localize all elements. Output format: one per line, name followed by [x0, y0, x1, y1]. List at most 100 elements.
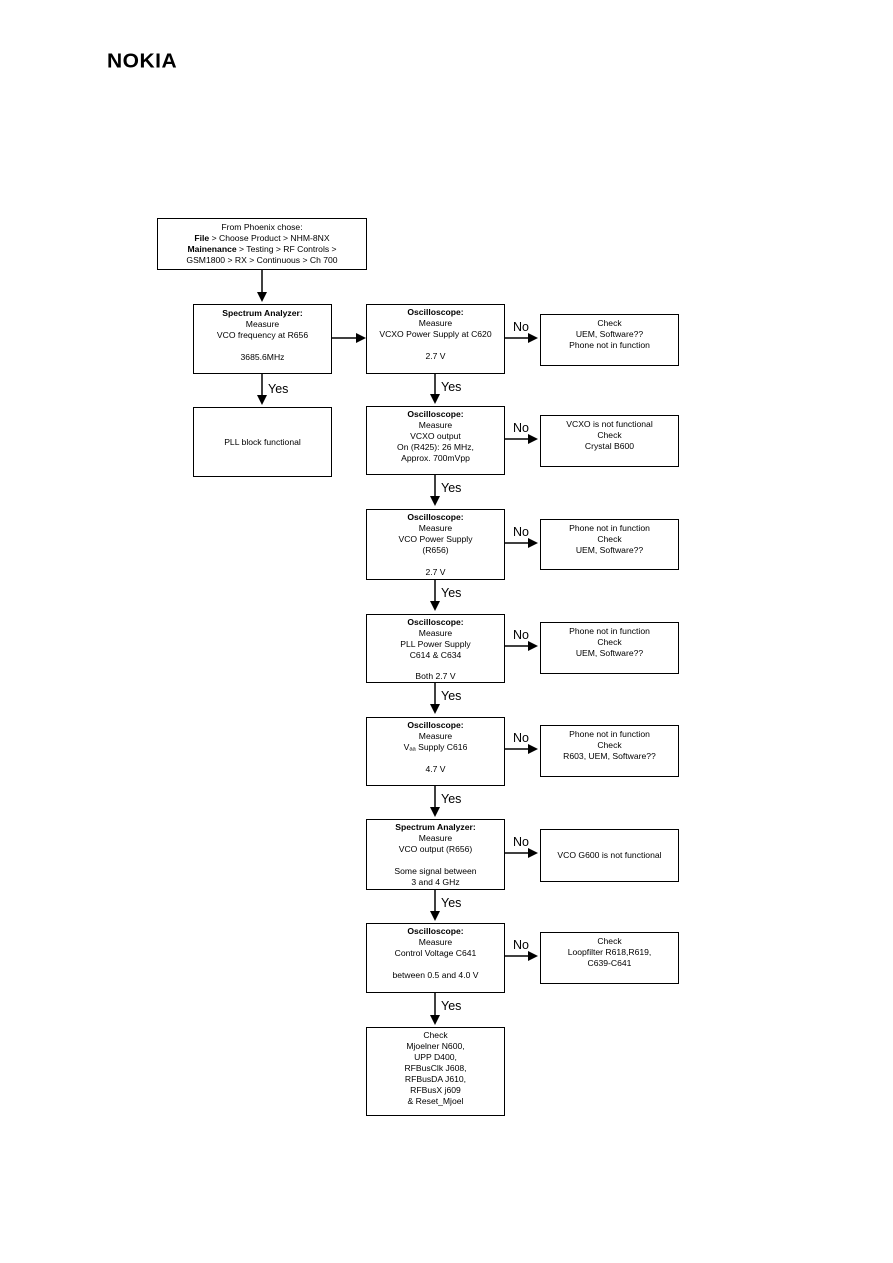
yes-label: Yes [441, 380, 462, 394]
final-line: RFBusClk J608, [404, 1063, 467, 1073]
final-line: & Reset_Mjoel [407, 1096, 464, 1106]
failure-line: Loopfilter R618,R619, [567, 947, 652, 957]
final-line: Mjoelner N600, [406, 1041, 465, 1051]
no-label: No [513, 731, 529, 745]
failure-line: Check [597, 936, 622, 946]
step-line: Measure [418, 318, 453, 328]
final-line: Check [423, 1030, 448, 1040]
yes-label: Yes [441, 999, 462, 1013]
failure-line: Check [597, 740, 622, 750]
step-line: VCO Power Supply [398, 534, 473, 544]
step-line: C614 & C634 [409, 650, 462, 660]
step-line: Measure [418, 420, 453, 430]
spectrum-analyzer-box: Spectrum Analyzer: Measure VCO frequency… [193, 304, 332, 374]
failure-line: C639-C641 [587, 958, 632, 968]
yes-label: Yes [441, 896, 462, 910]
step-line: Measure [418, 833, 453, 843]
failure-line: UEM, Software?? [575, 545, 644, 555]
start-line-1: From Phoenix chose: [221, 222, 303, 232]
no-label: No [513, 628, 529, 642]
start-line-3: Mainenance > Testing > RF Controls > [187, 244, 337, 254]
failure-line: Check [597, 534, 622, 544]
step-line: Vₐₐ Supply C616 [403, 742, 468, 752]
step-line: Measure [418, 731, 453, 741]
step-line: VCXO output [410, 431, 461, 441]
step-title: Oscilloscope: [407, 512, 464, 522]
step-line: Measure [418, 628, 453, 638]
step-title: Oscilloscope: [407, 720, 464, 730]
no-label: No [513, 320, 529, 334]
step-value: between 0.5 and 4.0 V [392, 970, 479, 980]
failure-line: Phone not in function [569, 626, 650, 636]
failure-line: Check [597, 637, 622, 647]
step-6-failure-box: VCO G600 is not functional [540, 829, 679, 882]
failure-line: VCXO is not functional [566, 419, 653, 429]
step-value: Some signal between [394, 866, 477, 876]
step-value: 2.7 V [425, 351, 446, 361]
step-line: Measure [418, 523, 453, 533]
start-instructions-box: From Phoenix chose: File > Choose Produc… [157, 218, 367, 270]
step-line: Measure [418, 937, 453, 947]
start-line-4: GSM1800 > RX > Continuous > Ch 700 [186, 255, 338, 265]
step-title: Oscilloscope: [407, 926, 464, 936]
failure-line: R603, UEM, Software?? [563, 751, 656, 761]
step-line: On (R425): 26 MHz, [397, 442, 474, 452]
pll-functional-text: PLL block functional [224, 436, 301, 447]
step-title: Oscilloscope: [407, 307, 464, 317]
step-line: (R656) [422, 545, 449, 555]
step-title: Oscilloscope: [407, 409, 464, 419]
final-line: RFBusX j609 [410, 1085, 461, 1095]
spectrum-line-1: Measure [245, 319, 280, 329]
final-check-box: Check Mjoelner N600, UPP D400, RFBusClk … [366, 1027, 505, 1116]
spectrum-value: 3685.6MHz [240, 352, 285, 362]
step-title: Spectrum Analyzer: [395, 822, 476, 832]
yes-label: Yes [441, 481, 462, 495]
failure-line: Check [597, 318, 622, 328]
step-title: Oscilloscope: [407, 617, 464, 627]
nokia-logo: NOKIA [107, 50, 178, 73]
step-value: 4.7 V [425, 764, 446, 774]
step-line: VCO output (R656) [398, 844, 473, 854]
step-line: Approx. 700mVpp [401, 453, 470, 463]
yes-label: Yes [441, 586, 462, 600]
step-line: Control Voltage C641 [394, 948, 477, 958]
spectrum-line-2: VCO frequency at R656 [216, 330, 309, 340]
step-line: VCXO Power Supply at C620 [379, 329, 492, 339]
start-line-2: File > Choose Product > NHM-8NX [194, 233, 330, 243]
pll-functional-box: PLL block functional [193, 407, 332, 477]
yes-label-left: Yes [268, 382, 289, 396]
no-label: No [513, 421, 529, 435]
final-line: RFBusDA J610, [404, 1074, 467, 1084]
failure-line: VCO G600 is not functional [557, 850, 662, 860]
final-line: UPP D400, [414, 1052, 457, 1062]
step-line: PLL Power Supply [400, 639, 471, 649]
failure-line: UEM, Software?? [575, 329, 644, 339]
step-value: Both 2.7 V [415, 671, 456, 681]
failure-line: Phone not in function [569, 729, 650, 739]
spectrum-title: Spectrum Analyzer: [222, 308, 303, 318]
failure-line: Crystal B600 [584, 441, 635, 451]
yes-label: Yes [441, 792, 462, 806]
step-value: 2.7 V [425, 567, 446, 577]
failure-line: Phone not in function [569, 340, 650, 350]
failure-line: Phone not in function [569, 523, 650, 533]
step-value-2: 3 and 4 GHz [411, 877, 460, 887]
failure-line: UEM, Software?? [575, 648, 644, 658]
failure-line: Check [597, 430, 622, 440]
no-label: No [513, 938, 529, 952]
no-label: No [513, 835, 529, 849]
